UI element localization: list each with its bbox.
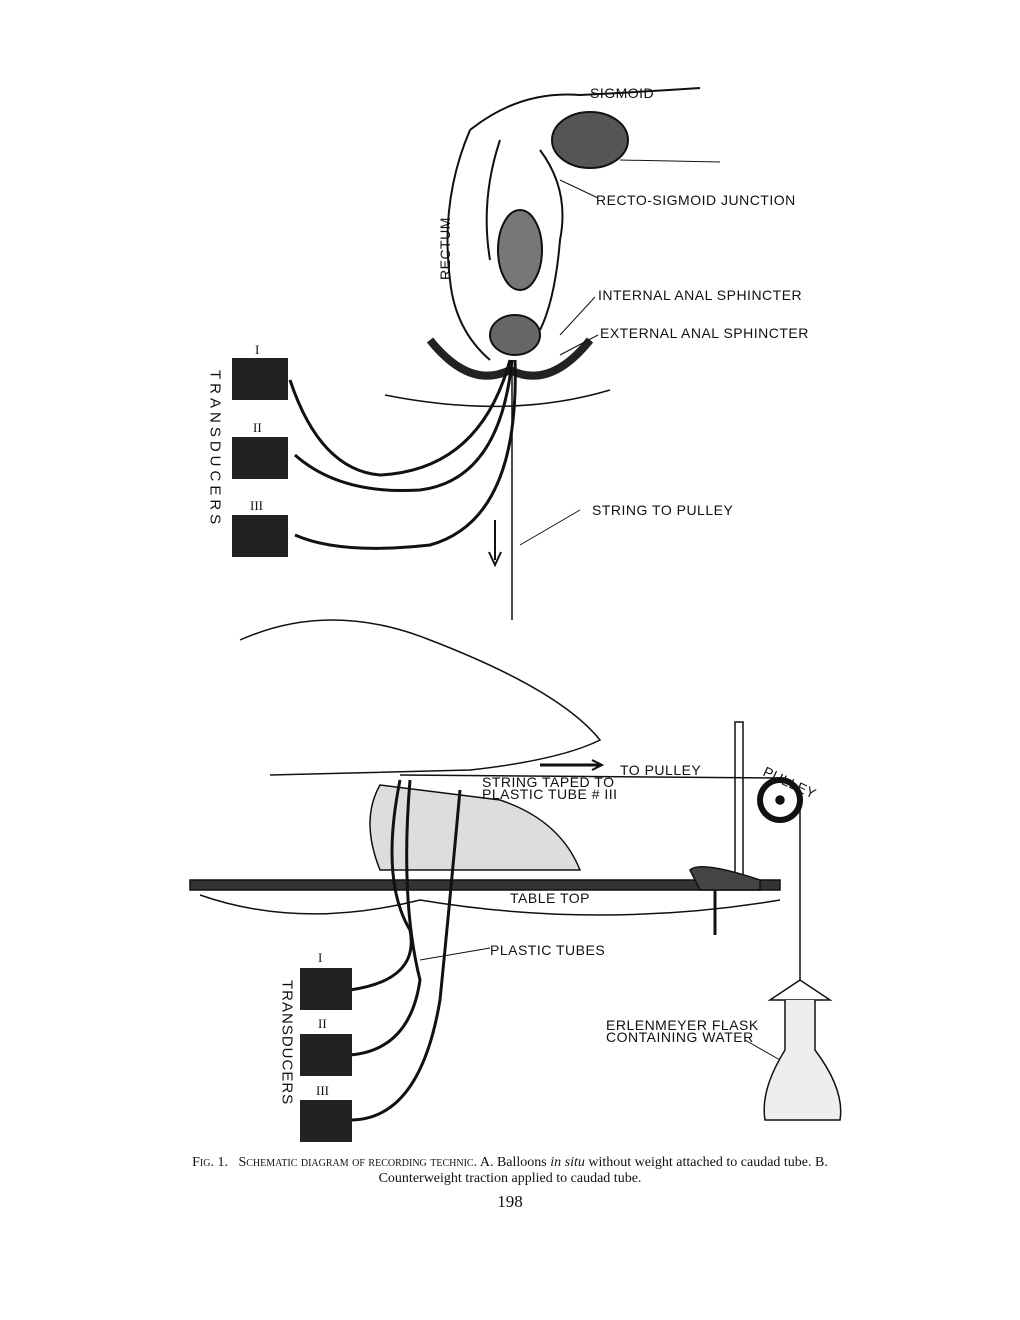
figure-a-anatomy (384, 87, 721, 408)
sigmoid-label: SIGMOID (590, 85, 654, 101)
figure-b-hand (189, 619, 781, 916)
transducer-number: III (316, 1083, 329, 1098)
plastic-tubes-label: PLASTIC TUBES (490, 942, 605, 958)
flask-label: ERLENMEYER FLASK (606, 1017, 759, 1033)
figure-b-apparatus (399, 721, 842, 1121)
caption-title: Schematic diagram of recording technic. (238, 1155, 478, 1170)
figure-b-transducers: I II III TRANSDUCERS (279, 950, 352, 1142)
string-taped-label-2: PLASTIC TUBE # III (482, 786, 618, 802)
transducer-number: I (318, 950, 322, 965)
figure-a-tubes (288, 179, 599, 620)
figure-number: Fig. 1. (192, 1155, 228, 1170)
internal-sphincter-label: INTERNAL ANAL SPHINCTER (598, 287, 802, 303)
external-sphincter-label: EXTERNAL ANAL SPHINCTER (600, 325, 809, 341)
figure-a-transducers: I II III TRANSDUCERS (207, 342, 288, 557)
caption-text-a: A. Balloons (477, 1155, 551, 1170)
string-label: STRING TO PULLEY (592, 502, 733, 518)
figure-diagram: I II III TRANSDUCERS SIGMOID RECTUM RECT… (189, 85, 842, 1142)
table-top-label: TABLE TOP (510, 890, 590, 906)
figure-b-tubes (349, 779, 491, 1122)
rectum-label: RECTUM (437, 217, 453, 280)
page-number: 198 (497, 1192, 523, 1211)
caption-italic: in situ (550, 1155, 585, 1170)
transducer-number: II (253, 420, 262, 435)
transducer-number: I (255, 342, 259, 357)
figure-caption: Fig. 1. Schematic diagram of recording t… (185, 1155, 835, 1187)
recto-sigmoid-label: RECTO-SIGMOID JUNCTION (596, 192, 796, 208)
figure-a-labels: SIGMOID RECTUM RECTO-SIGMOID JUNCTION IN… (437, 85, 809, 518)
transducers-label: TRANSDUCERS (279, 980, 296, 1105)
to-pulley-label: TO PULLEY (620, 762, 701, 778)
transducer-number: II (318, 1016, 327, 1031)
string-taped-label: STRING TAPED TO (482, 774, 615, 790)
transducers-label: TRANSDUCERS (207, 370, 224, 528)
flask-label-2: CONTAINING WATER (606, 1029, 754, 1045)
transducer-number: III (250, 498, 263, 513)
caption-text-b: without weight attached to caudad tube. … (378, 1155, 828, 1186)
figure-b-labels: TO PULLEY PULLEY STRING TAPED TO PLASTIC… (482, 762, 819, 1045)
